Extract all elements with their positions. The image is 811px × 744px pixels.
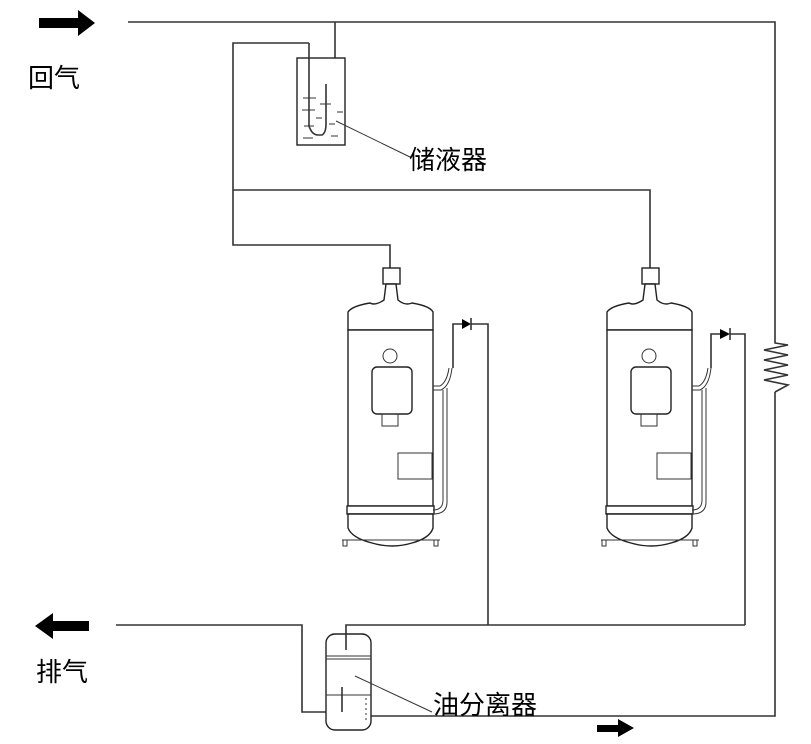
check-valve-2 — [710, 328, 746, 625]
discharge-gas-label: 排气 — [36, 658, 89, 688]
suction-distribution — [232, 189, 651, 268]
discharge-header — [116, 624, 745, 713]
compressor-2 — [601, 267, 712, 547]
heater-resistor — [763, 330, 791, 393]
oil-separator — [325, 633, 433, 731]
discharge-gas-arrow — [35, 613, 89, 639]
oil-separator-label: 油分离器 — [433, 691, 538, 721]
check-valve-1 — [452, 318, 489, 625]
oil-return-arrow — [597, 719, 634, 737]
return-gas-label: 回气 — [28, 64, 81, 94]
return-gas-arrow — [39, 10, 95, 36]
accumulator-label: 储液器 — [409, 146, 488, 176]
accumulator — [232, 42, 411, 190]
compressor-1 — [342, 267, 453, 547]
